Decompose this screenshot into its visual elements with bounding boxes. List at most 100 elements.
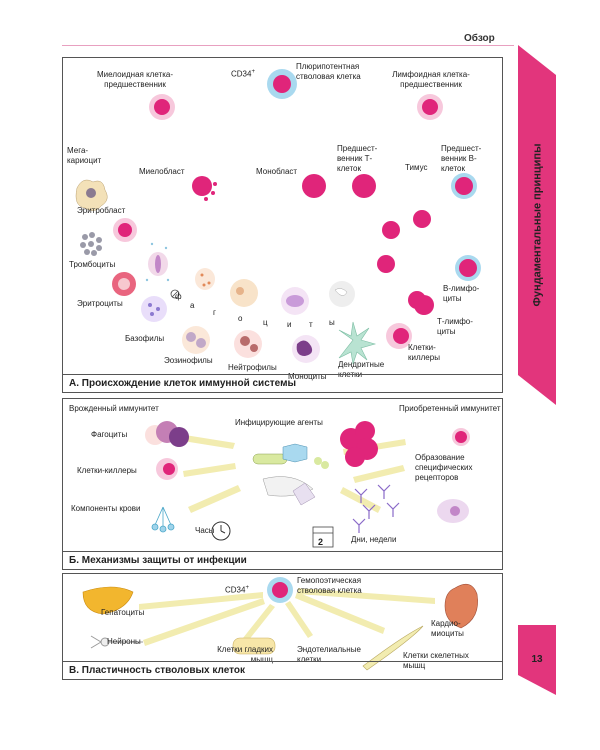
phago-letter: ф <box>175 292 182 301</box>
pluripotent-label: Плюрипотентная стволовая клетка <box>296 62 361 81</box>
phago-letter: о <box>238 314 243 323</box>
cardio-label: Кардио- миоциты <box>431 619 464 638</box>
hepatocytes-label: Гепатоциты <box>101 608 145 617</box>
side-label: Фундаментальные принципы <box>518 45 556 405</box>
side-band <box>518 45 556 405</box>
myelocyte-2-icon <box>195 268 215 290</box>
clock-icon <box>211 521 231 541</box>
monocyte-2-icon <box>292 335 320 363</box>
myeloblast-icon <box>192 176 217 201</box>
panel-b: Врожденный иммунитет Приобретенный иммун… <box>62 398 503 570</box>
thymus-label: Тимус <box>405 163 428 172</box>
plasma-cell-icon <box>437 499 469 523</box>
no-sign-icon <box>170 289 180 299</box>
t-lymphocyte-icon <box>414 295 434 315</box>
antibodies-icon <box>352 484 400 533</box>
t-lymphocytes-label: Т-лимфо- циты <box>437 317 473 336</box>
phago-letter: т <box>309 320 313 329</box>
b-cell-icon <box>452 428 470 446</box>
page-number: 13 <box>531 654 543 665</box>
innate-label: Врожденный иммунитет <box>69 404 159 413</box>
phagocytes-icon <box>145 421 189 447</box>
platelets-label: Тромбоциты <box>69 260 116 269</box>
basophils-label: Базофилы <box>125 334 165 343</box>
cd34-sup: + <box>251 69 255 75</box>
infectious-agents-icon <box>252 443 329 506</box>
erythrocyte-icon <box>112 272 136 296</box>
page-tab <box>518 625 556 695</box>
platelets-icon <box>80 232 102 256</box>
skeletal-label: Клетки скелетных мышц <box>403 651 469 670</box>
panel-a-footer: А. Происхождение клеток иммунной системы <box>63 374 502 392</box>
phago-letter: ц <box>263 318 268 327</box>
calendar-icon <box>312 526 334 548</box>
thymus-cells-icon <box>377 210 431 309</box>
endothelial-label: Эндотелиальные клетки <box>297 645 361 664</box>
neutrophil-icon <box>230 279 258 307</box>
days-label: Дни, недели <box>351 535 397 544</box>
arrow-shape <box>353 465 405 483</box>
arrow-shape <box>188 485 241 513</box>
phago-letter: ы <box>329 318 335 327</box>
neurons-label: Нейроны <box>107 637 141 646</box>
arrow-shape <box>143 598 265 646</box>
phago-letter: и <box>287 320 292 329</box>
erythroblast-icon <box>113 218 137 242</box>
panel-b-footer: Б. Механизмы защиты от инфекции <box>63 551 502 569</box>
panel-a: CD34+ Плюрипотентная стволовая клетка Ми… <box>62 57 503 393</box>
panel-c-art <box>82 577 478 671</box>
lymphoid-label: Лимфоидная клетка-предшественник <box>392 70 470 89</box>
panel-b-art <box>145 421 470 548</box>
pre-b-label: Предшест- венник В-клеток <box>441 144 482 173</box>
cd34-c-sup: + <box>245 585 249 591</box>
lymphoid-progenitor-icon <box>417 94 443 120</box>
smooth-label: Клетки гладких мышц <box>217 645 273 664</box>
arrow-shape <box>139 592 263 610</box>
b-lymphocytes-label: В-лимфо- циты <box>443 284 480 303</box>
killer-cell-icon <box>156 458 178 480</box>
hsc-icon <box>267 577 293 603</box>
arrow-shape <box>298 588 435 604</box>
panel-c: CD34+ Гемопоэтическая стволовая клетка Г… <box>62 573 503 680</box>
b-lymphocyte-icon <box>455 255 481 281</box>
eosinophil-icon <box>182 326 210 354</box>
antibody-coated-cells-icon <box>340 421 378 467</box>
liver-icon <box>82 586 134 615</box>
cd34-c-label: CD34+ <box>225 583 249 596</box>
myeloid-progenitor-icon <box>149 94 175 120</box>
cd34-label: CD34+ <box>231 67 255 80</box>
arrow-shape <box>183 463 236 477</box>
hsc-label: Гемопоэтическая стволовая клетка <box>297 576 362 595</box>
monocyte-icon <box>281 287 309 315</box>
monocytes-label: Моноциты <box>288 372 327 381</box>
cd34-text: CD34 <box>231 69 252 79</box>
calendar-digit: 2 <box>318 537 324 547</box>
killers-label: Клетки- киллеры <box>408 343 440 362</box>
megakaryocyte-label: Мега- кариоцит <box>67 146 102 165</box>
phagocytes-label: Фагоциты <box>91 430 128 439</box>
eosinophils-label: Эозинофилы <box>164 356 213 365</box>
panel-b-title: Б. Механизмы защиты от инфекции <box>69 555 247 566</box>
smooth-muscle-icon <box>232 637 276 655</box>
megakaryocyte-icon <box>75 179 108 211</box>
monoblast-label: Монобласт <box>256 167 298 176</box>
neuron-icon <box>90 635 143 649</box>
heart-icon <box>444 583 478 629</box>
stem-cell-icon <box>267 69 297 99</box>
basophil-icon <box>141 296 167 322</box>
pre-t-cell-icon <box>352 174 376 198</box>
receptors-label: Образование специфических рецепторов <box>415 453 473 482</box>
myeloblast-label: Миелобласт <box>139 167 185 176</box>
arrow-shape <box>285 601 313 638</box>
phago-letter: г <box>213 308 216 317</box>
panel-a-art <box>75 69 481 365</box>
erythroblast-label: Эритробласт <box>77 206 126 215</box>
panel-c-footer: В. Пластичность стволовых клеток <box>63 661 502 679</box>
acquired-label: Приобретенный иммунитет <box>399 404 501 413</box>
arrow-shape <box>183 435 235 449</box>
header-rule <box>62 45 514 46</box>
dendritic-cell-icon <box>338 321 377 365</box>
cd34-c-text: CD34 <box>225 585 246 595</box>
myeloid-label: Миелоидная клетка-предшественник <box>97 70 173 89</box>
monoblast-icon <box>302 174 326 198</box>
